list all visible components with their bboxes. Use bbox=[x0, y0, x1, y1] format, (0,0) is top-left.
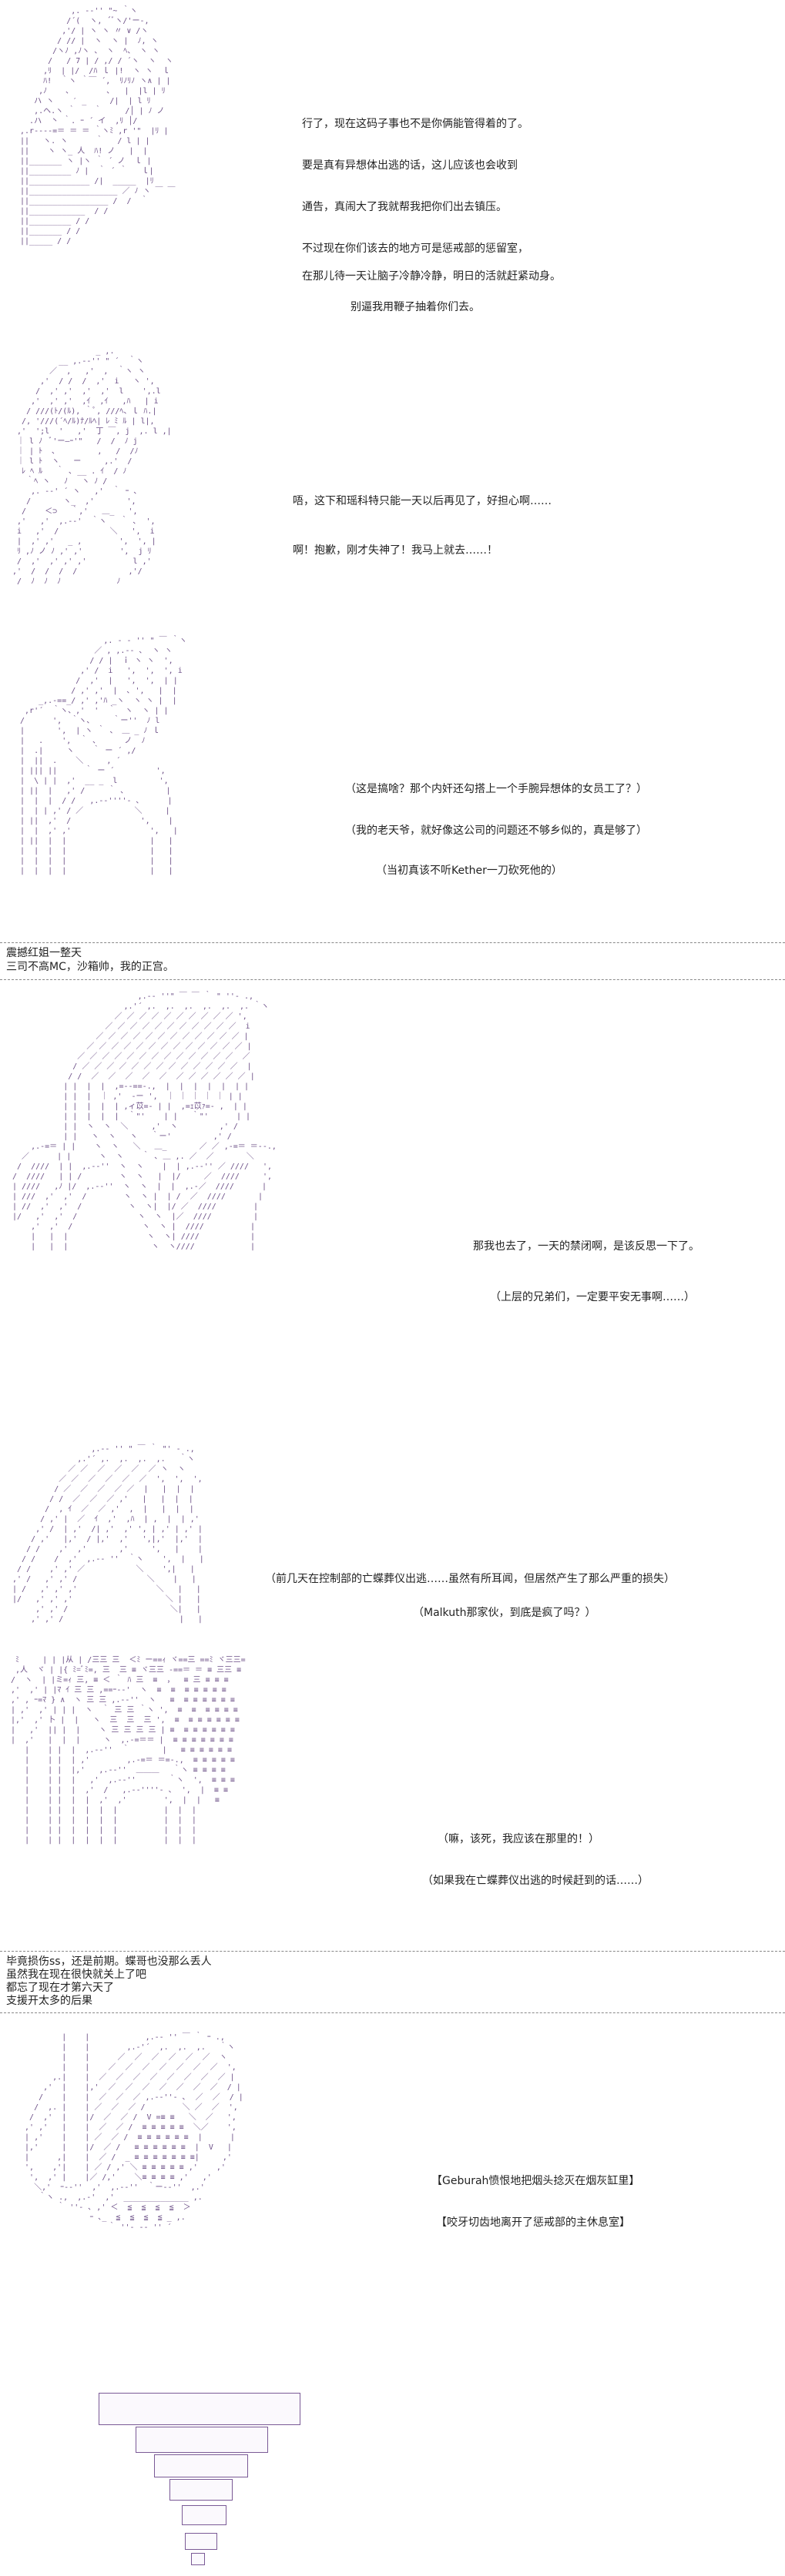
ascii-art-figure-geburah-2: ,. - ‐ '' " ￣ ｀ヽ ／ , ,.-‐ ､ ヽ ヽ / / | ｉ … bbox=[20, 637, 187, 875]
ashtray-step-box bbox=[182, 2505, 226, 2525]
dialog-line: 啊！抱歉，刚才失神了！我马上就去……！ bbox=[293, 544, 498, 557]
section-divider bbox=[0, 2012, 785, 2013]
section-divider bbox=[0, 942, 785, 943]
section-divider bbox=[0, 1951, 785, 1952]
narration-caption: 都忘了现在才第六天了 bbox=[6, 1982, 114, 1994]
dialog-line: （当初真该不听Kether一刀砍死他的） bbox=[376, 865, 562, 877]
narration-caption: 虽然我在现在很快就关上了吧 bbox=[6, 1969, 146, 1981]
dialog-line: 要是真有异想体出逃的话，这儿应该也会收到 bbox=[302, 159, 518, 172]
ascii-art-figure-geburah-seated: ﾐ | | |从 | /三三 三 ＜ﾐ ー==ｨ ヾ==三 ==ﾐ ヾ三三= ,… bbox=[11, 1656, 246, 1845]
narration-caption: 支援开太多的后果 bbox=[6, 1995, 92, 2007]
dialog-line: （我的老天爷，就好像这公司的问题还不够乡似的，真是够了） bbox=[345, 825, 647, 837]
dialog-line: 那我也去了，一天的禁闭啊，是该反思一下了。 bbox=[473, 1240, 699, 1253]
ascii-art-figure-geburah-3: ,.-‐ '' " ￣ ｀ "' ‐ ., ,.'´ ,. ,. ,. ,. ｀… bbox=[12, 1445, 204, 1624]
dialog-line: 唔，这下和瑶科特只能一天以后再见了，好担心啊…… bbox=[293, 495, 552, 507]
ascii-art-figure-cloaked: ,.-‐ ''" ￣ ￣ ｀ " ''‐ ., ,.'´ ,. ,. ,. ,.… bbox=[12, 992, 277, 1251]
dialog-line: 不过现在你们该去的地方可是惩戒部的惩留室， bbox=[302, 243, 528, 255]
ashtray-step-box bbox=[191, 2553, 205, 2565]
dialog-line: （上层的兄弟们，一定要平安无事啊……） bbox=[490, 1291, 695, 1303]
dialog-line: 别逼我用鞭子抽着你们去。 bbox=[351, 301, 480, 313]
ascii-art-figure-employee: _ ,. __ ,.-‐'' " ´ ｀ヽ ／ , ,' , ｀ヽ ヽ ,' /… bbox=[12, 347, 172, 586]
dialog-line: 通告，真闹大了我就帮我把你们出去镇压。 bbox=[302, 201, 507, 213]
dialog-line: （如果我在亡蝶葬仪出逃的时候赶到的话……） bbox=[422, 1875, 649, 1887]
ashtray-step-box bbox=[154, 2454, 248, 2477]
dialog-line: （Malkuth那家伙，到底是疯了吗？） bbox=[413, 1607, 596, 1619]
ashtray-step-box bbox=[169, 2479, 233, 2501]
dialog-line: （嘛，该死，我应该在那里的！） bbox=[438, 1833, 599, 1845]
ascii-art-ashtray-scene: | | ,.-‐ '' ￣ ｀ ｰ ., | | ,.-'´ ,. ,. ,. … bbox=[25, 2033, 243, 2232]
dialog-line: 在那儿待一天让脑子冷静冷静，明日的活就赶紧动身。 bbox=[302, 270, 561, 283]
narration-caption: 震撼红姐一整天 bbox=[6, 947, 82, 959]
narration-caption: 毕竟损伤ss，还是前期。蝶哥也没那么丢人 bbox=[6, 1955, 212, 1968]
dialog-line: 【Geburah愤恨地把烟头捻灭在烟灰缸里】 bbox=[431, 2175, 640, 2187]
dialog-line: 行了，现在这码子事也不是你俩能管得着的了。 bbox=[302, 118, 528, 130]
dialog-line: （前几天在控制部的亡蝶葬仪出逃……虽然有所耳闻，但居然产生了那么严重的损失） bbox=[265, 1573, 675, 1585]
dialog-line: 【咬牙切齿地离开了惩戒部的主休息室】 bbox=[436, 2216, 630, 2229]
ashtray-step-box bbox=[185, 2533, 217, 2550]
ascii-art-figure-geburah-1: ,. -‐'' "~ ｀ヽ /´( ヽ, ´ﾞヽ/'ー-, ,'/ | ヽ ヽ … bbox=[20, 7, 176, 246]
section-divider bbox=[0, 979, 785, 980]
narration-caption: 三司不高MC，沙箱帅，我的正宫。 bbox=[6, 961, 174, 973]
ashtray-step-box bbox=[136, 2427, 268, 2453]
dialog-line: （这是搞啥？那个内奸还勾搭上一个手腕异想体的女员工了？） bbox=[345, 783, 647, 795]
ashtray-base-box bbox=[99, 2393, 300, 2425]
